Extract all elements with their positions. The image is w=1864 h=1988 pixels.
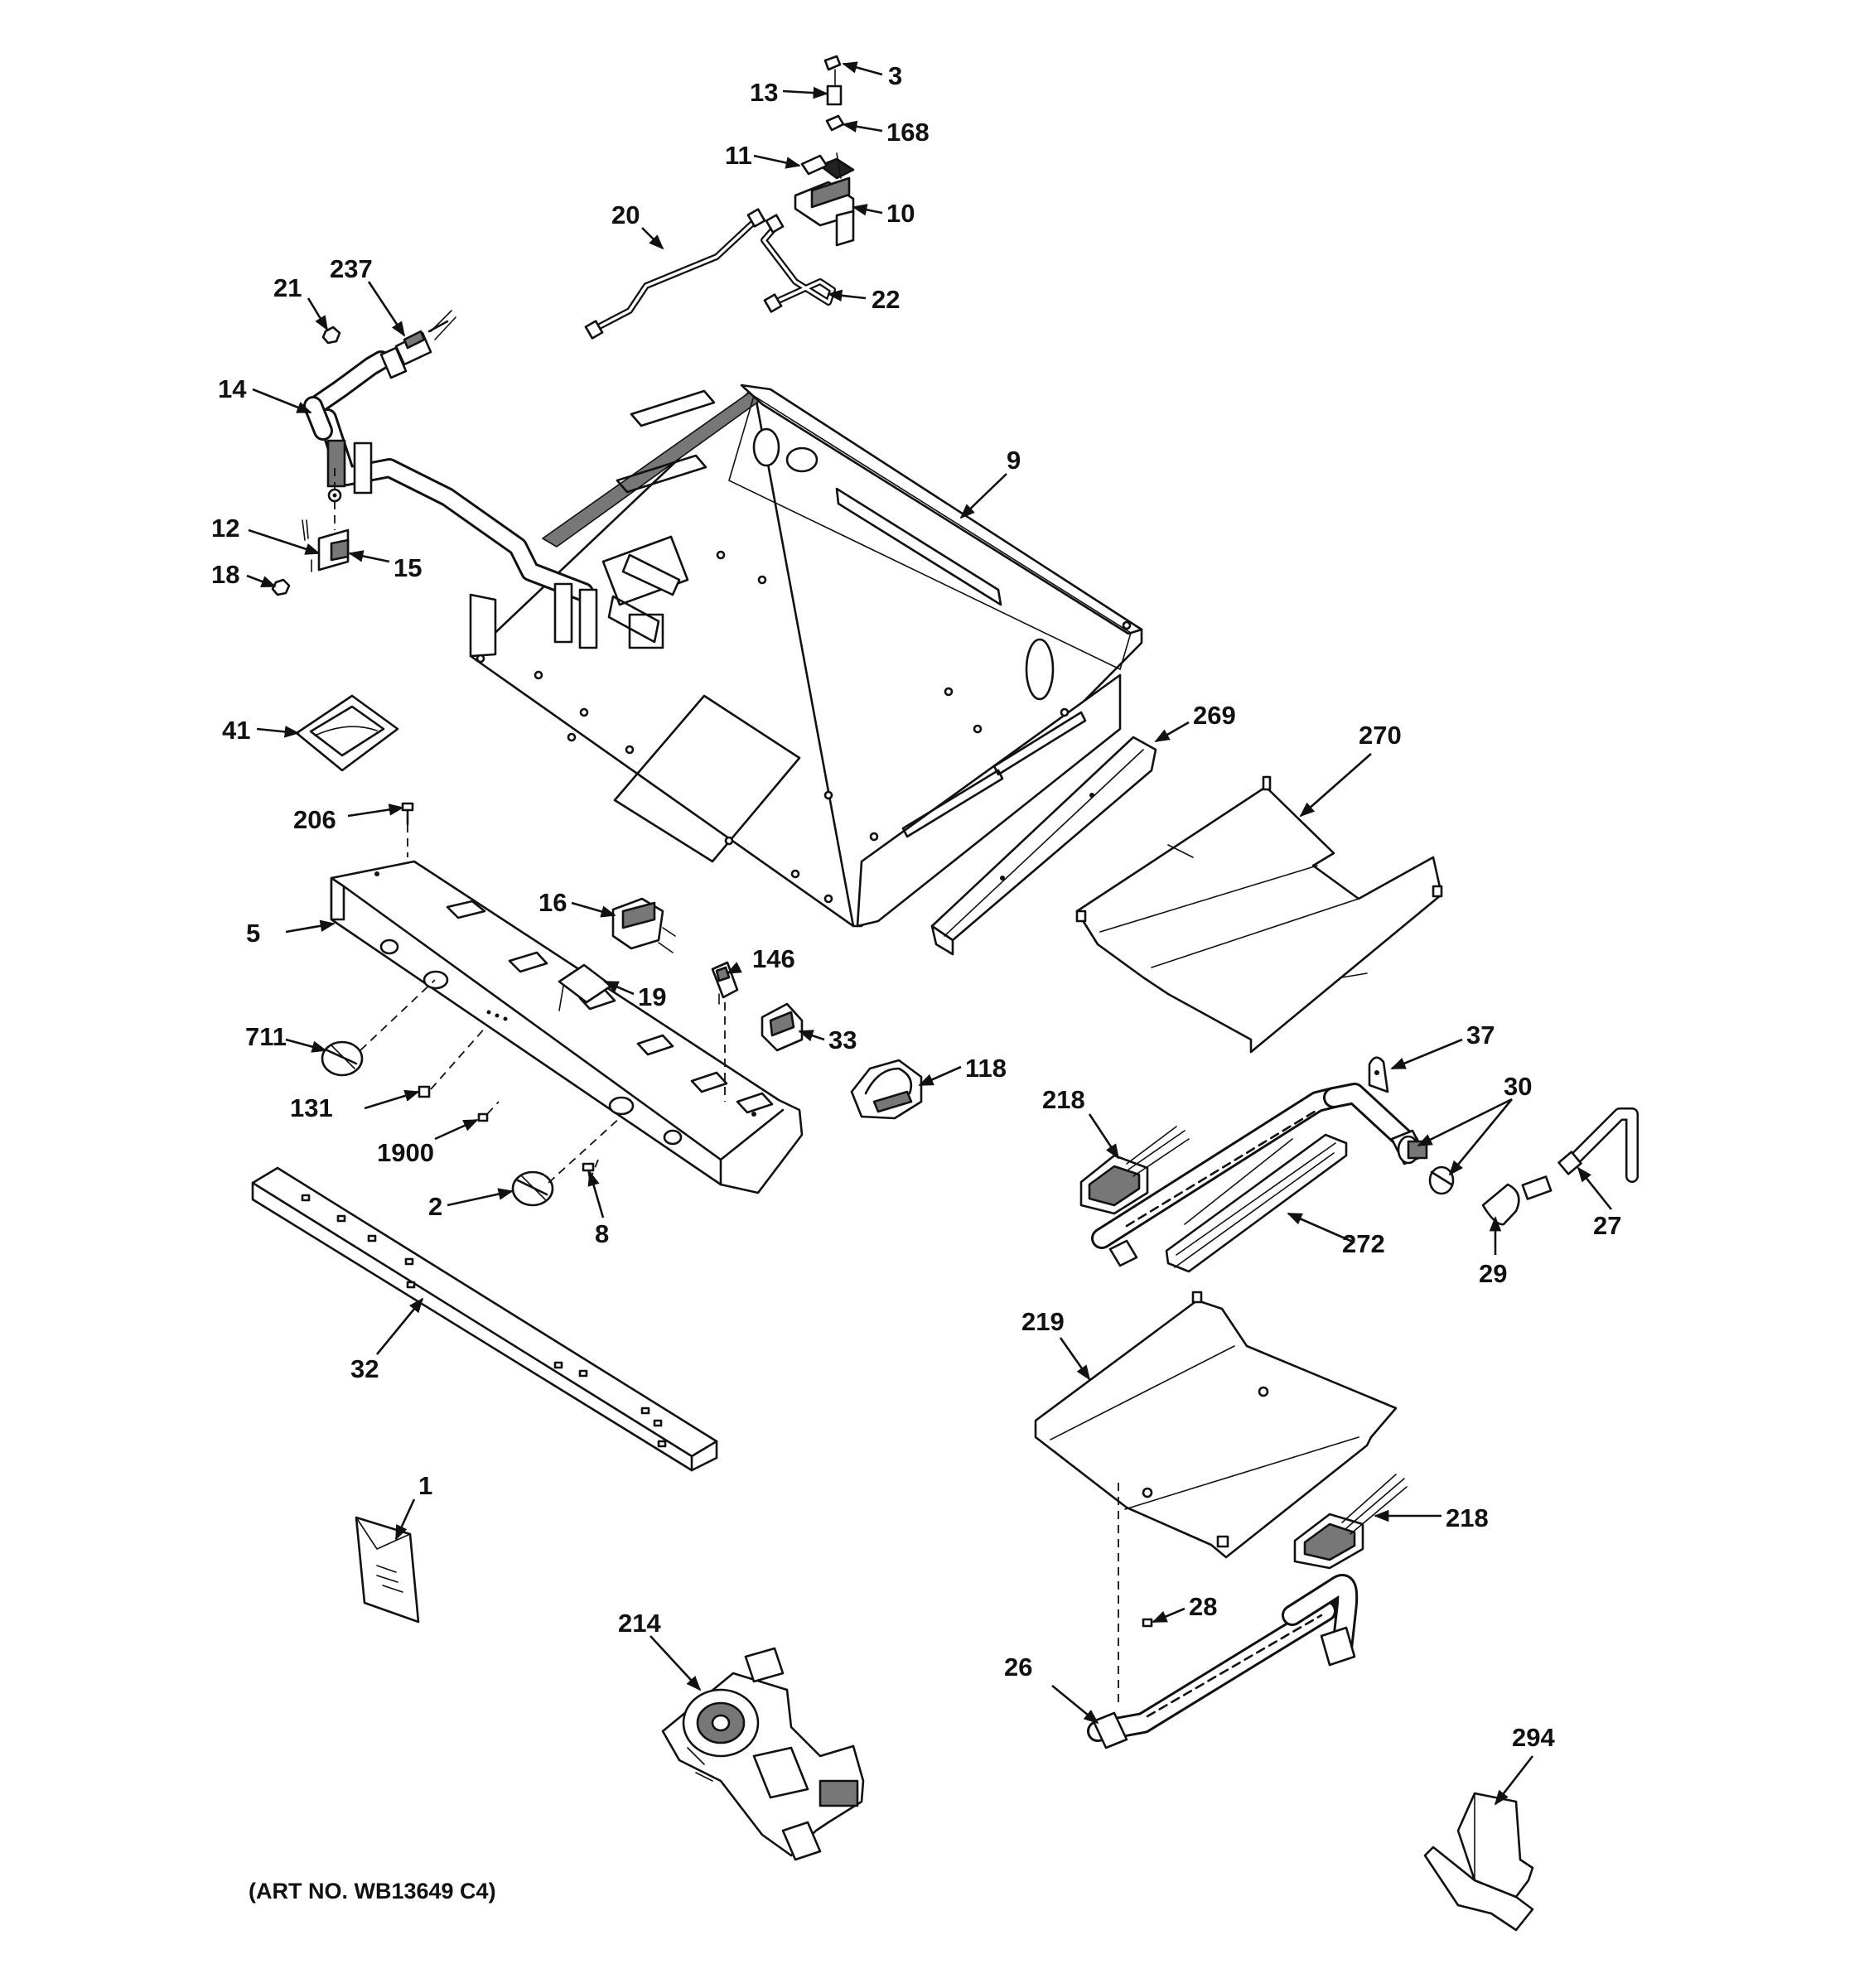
knob-2 xyxy=(511,1170,554,1207)
callout-37: 37 xyxy=(1466,1021,1495,1049)
callout-22: 22 xyxy=(872,285,900,314)
orifice-stack xyxy=(823,55,845,132)
callout-214: 214 xyxy=(618,1609,661,1638)
callout-41: 41 xyxy=(222,716,250,745)
hex-nut-18 xyxy=(271,578,291,596)
callout-16: 16 xyxy=(538,888,567,917)
callout-8: 8 xyxy=(595,1219,609,1248)
callout-18: 18 xyxy=(211,560,239,589)
gas-tube-22 xyxy=(761,214,836,313)
callout-131: 131 xyxy=(290,1093,333,1122)
screw-206 xyxy=(401,802,414,826)
assembly-line xyxy=(430,1025,488,1090)
bake-tube-27 xyxy=(1557,1107,1639,1183)
callout-118: 118 xyxy=(965,1054,1007,1083)
knob-711 xyxy=(321,1040,364,1077)
broil-burner-26 xyxy=(1087,1574,1359,1749)
callout-11: 11 xyxy=(725,141,752,170)
assembly-line xyxy=(360,979,436,1051)
callout-294: 294 xyxy=(1512,1723,1555,1752)
trim-channel-269 xyxy=(930,736,1157,956)
screw-28 xyxy=(1142,1618,1153,1628)
callout-218-upper: 218 xyxy=(1042,1085,1085,1114)
bake-burner-baffle-272 xyxy=(1165,1133,1348,1273)
gas-tube-20 xyxy=(584,208,766,340)
screw-131 xyxy=(418,1085,431,1098)
ignitor-218-upper xyxy=(1079,1126,1190,1215)
callout-219: 219 xyxy=(1021,1307,1065,1336)
callout-labels: 3 13 168 11 10 20 22 21 237 14 9 12 15 1… xyxy=(211,61,1621,1752)
callout-28: 28 xyxy=(1189,1592,1217,1621)
callout-2: 2 xyxy=(428,1192,442,1221)
callout-272: 272 xyxy=(1342,1229,1385,1258)
callout-33: 33 xyxy=(828,1025,857,1054)
ignitor-218-lower xyxy=(1293,1474,1408,1570)
callout-13: 13 xyxy=(750,78,778,107)
leader-lines xyxy=(246,61,1613,1806)
callout-14: 14 xyxy=(218,374,247,403)
callout-168: 168 xyxy=(886,118,930,147)
tab-37 xyxy=(1368,1056,1389,1093)
valve-bracket xyxy=(302,488,350,572)
manifold-pipe xyxy=(303,350,681,649)
manifold-fitting xyxy=(379,310,456,379)
callout-29: 29 xyxy=(1479,1259,1507,1288)
oven-shield-270 xyxy=(1075,775,1443,1054)
callout-711: 711 xyxy=(245,1022,287,1051)
foot-118 xyxy=(850,1059,923,1120)
callout-19: 19 xyxy=(638,982,666,1011)
callout-146: 146 xyxy=(752,944,795,973)
callout-269: 269 xyxy=(1193,701,1236,730)
burner-cap-41 xyxy=(295,694,399,772)
callout-26: 26 xyxy=(1004,1653,1032,1682)
elbow-29 xyxy=(1481,1175,1553,1226)
air-shutter-30a xyxy=(1397,1135,1428,1165)
assembly-line xyxy=(548,1116,622,1184)
callout-21: 21 xyxy=(273,273,302,302)
callout-30: 30 xyxy=(1504,1072,1532,1101)
callout-237: 237 xyxy=(330,254,373,283)
callout-206: 206 xyxy=(293,805,336,834)
broil-shield-219 xyxy=(1034,1291,1398,1559)
burner-box-pan xyxy=(469,384,1143,928)
orifice-holder xyxy=(794,152,855,247)
art-number-caption: (ART NO. WB13649 C4) xyxy=(249,1879,496,1904)
clip-146 xyxy=(711,961,739,1005)
switch-16 xyxy=(611,897,676,953)
callout-10: 10 xyxy=(886,199,915,228)
callout-20: 20 xyxy=(611,200,640,229)
callout-218-lower: 218 xyxy=(1446,1503,1489,1532)
literature-envelope-1 xyxy=(355,1516,420,1624)
screw-1900 xyxy=(477,1112,489,1122)
assembly-line xyxy=(486,1101,500,1115)
valve-assembly-214 xyxy=(661,1647,865,1861)
hex-nut-21 xyxy=(321,326,341,345)
trim-strip-32 xyxy=(251,1166,718,1472)
callout-27: 27 xyxy=(1593,1211,1621,1240)
callout-5: 5 xyxy=(246,919,260,948)
manifold-panel-5 xyxy=(330,860,804,1194)
callout-1: 1 xyxy=(418,1471,432,1500)
callout-270: 270 xyxy=(1359,721,1402,750)
callout-15: 15 xyxy=(394,553,422,582)
callout-12: 12 xyxy=(211,514,239,543)
bracket-294 xyxy=(1423,1792,1534,1932)
air-shutter-30b xyxy=(1428,1165,1455,1195)
clip-33 xyxy=(761,1002,804,1052)
callout-32: 32 xyxy=(350,1354,379,1383)
callout-1900: 1900 xyxy=(377,1138,434,1167)
callout-3: 3 xyxy=(888,61,902,90)
callout-9: 9 xyxy=(1007,446,1021,475)
